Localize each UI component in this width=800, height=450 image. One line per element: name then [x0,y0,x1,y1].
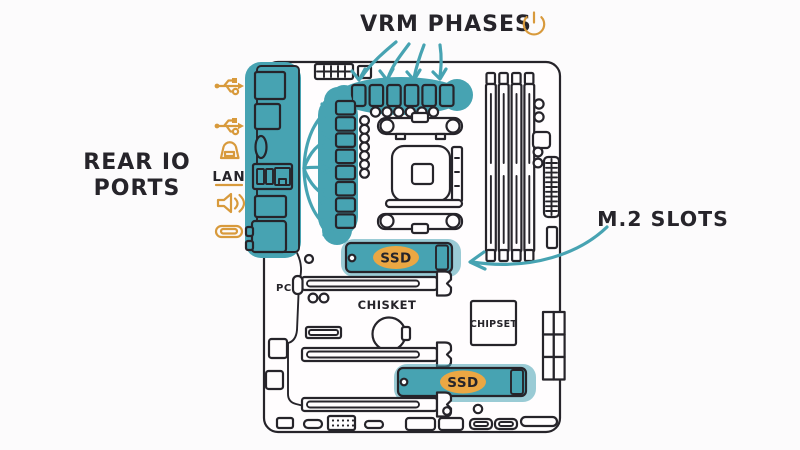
power-icon [522,11,546,36]
rear-io-label: REAR IO PORTS [83,150,190,201]
pcie-x16-slot-3 [300,391,453,418]
sata-ports [541,310,566,381]
ps2-oval-port [254,134,268,160]
vrm-phases-arrows [350,40,448,82]
rear-io-label-line1: REAR IO [83,150,190,175]
usb-front-header [493,417,519,431]
board-chip-square [264,369,285,391]
chisket-label: CHISKET [358,298,417,312]
hdmi-icon [214,224,244,239]
dimm-slots [484,71,536,263]
board-capacitor [303,253,315,265]
pcie-x16-slot-2 [300,341,453,368]
battery-capsule-icon [291,274,304,296]
dimm-slot [497,71,510,263]
lan-label: LAN [212,169,245,187]
audio-jack-block [253,194,288,219]
cpu-retention-bracket-bottom [376,212,464,235]
lan-label-text: LAN [212,169,245,185]
m2-slots-arrow [468,225,609,271]
ssd-badge-top [373,246,419,269]
pcie-x1-slot [304,325,343,340]
chipset-box: CHIPSET [470,299,518,347]
dimm-slot [523,71,536,263]
speaker-icon [216,192,246,214]
display-icon [219,141,240,160]
rear-io-fan-arrows [302,102,335,237]
ssd-badge-top-text: SSD [380,251,412,267]
rear-io-ports-block [244,65,300,254]
m2-ssd-bottom: SSD [394,364,536,402]
rear-io-label-line2: PORTS [94,176,181,201]
front-panel-pin-header [326,414,357,432]
chipset-label: CHIPSET [470,319,518,330]
usb-front-header [468,417,494,431]
right-edge-capacitors [531,98,552,169]
usb-port-pair [253,102,282,131]
ssd-badge-bottom-text: SSD [447,375,479,391]
pcie-capacitors [307,292,330,304]
vrm-side-capacitors [359,114,371,179]
usb-icon-2 [214,118,244,136]
dimm-slot [484,71,497,263]
bottom-headers [275,403,559,432]
atx-power-connector [542,155,561,219]
cpu-socket [384,144,464,209]
video-out-block [244,219,288,254]
dimm-slot [510,71,523,263]
usb-icon-1 [214,78,244,96]
usb-port-pair-top [253,70,287,101]
board-chip-square [267,337,289,360]
vrm-top-phases [350,83,455,108]
m2-slots-label: M.2 SLOTS [597,207,729,231]
lan-port-block [251,162,294,191]
ssd-badge-bottom [440,370,486,394]
m2-ssd-top: SSD [341,239,461,277]
cpu-retention-bracket-top [376,111,464,141]
pc-label: PC [276,283,292,294]
pc-battery-note: PC [276,274,304,296]
vrm-side-phases [334,99,357,229]
right-edge-header [545,225,559,250]
vrm-phases-label: VRM PHASES [360,12,532,37]
